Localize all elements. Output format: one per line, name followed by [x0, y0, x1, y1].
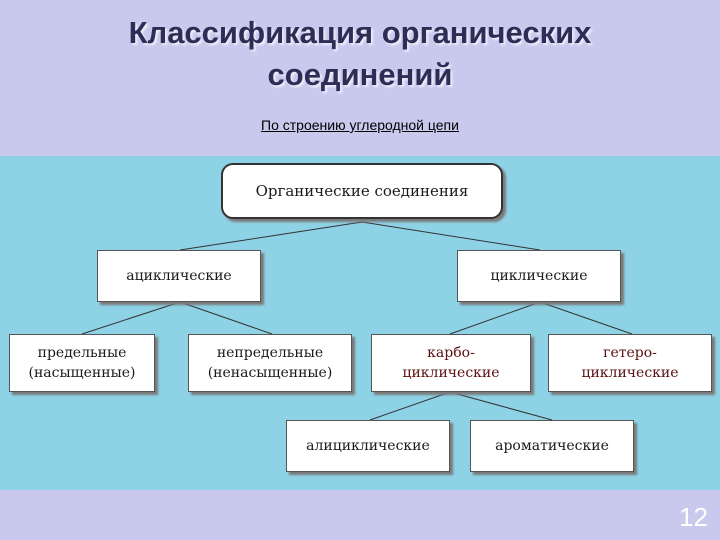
node-unsaturated-label-2: (ненасыщенные) [207, 365, 333, 381]
node-heterocyclic-label-2: циклические [581, 365, 679, 381]
connector-acyclic-saturated [81, 301, 181, 335]
connector-carbo-alicyclic [369, 391, 451, 421]
node-organic-compounds: Органические соединения [221, 163, 503, 219]
slide-title: Классификация органических соединений [60, 12, 660, 96]
node-carbocyclic-label-1: карбо- [427, 345, 475, 361]
node-heterocyclic: гетеро- циклические [548, 334, 712, 392]
connector-acyclic-unsaturated [179, 301, 273, 335]
node-acyclic-label: ациклические [126, 268, 232, 284]
node-heterocyclic-label-1: гетеро- [603, 345, 657, 361]
node-cyclic-label: циклические [490, 268, 588, 284]
node-organic-compounds-label: Органические соединения [255, 182, 469, 200]
node-cyclic: циклические [457, 250, 621, 302]
connector-carbo-aromatic [449, 391, 553, 421]
slide-title-line1: Классификация органических [128, 15, 592, 50]
node-acyclic: ациклические [97, 250, 261, 302]
node-aromatic: ароматические [470, 420, 634, 472]
slide-title-line2: соединений [267, 57, 453, 92]
node-saturated-label-1: предельные [37, 345, 127, 361]
connector-root-acyclic [179, 221, 363, 251]
node-saturated: предельные (насыщенные) [9, 334, 155, 392]
connector-cyclic-carbo [449, 301, 541, 335]
page-number: 12 [679, 502, 708, 532]
node-alicyclic: алициклические [286, 420, 450, 472]
node-unsaturated-label-1: непредельные [216, 345, 324, 361]
slide-subtitle: По строению углеродной цепи [261, 117, 459, 133]
connector-cyclic-hetero [539, 301, 633, 335]
node-unsaturated: непредельные (ненасыщенные) [188, 334, 352, 392]
node-aromatic-label: ароматические [495, 438, 609, 454]
node-carbocyclic-label-2: циклические [402, 365, 500, 381]
node-carbocyclic: карбо- циклические [371, 334, 531, 392]
node-saturated-label-2: (насыщенные) [28, 365, 136, 381]
node-alicyclic-label: алициклические [306, 438, 430, 454]
connector-root-cyclic [361, 221, 541, 251]
